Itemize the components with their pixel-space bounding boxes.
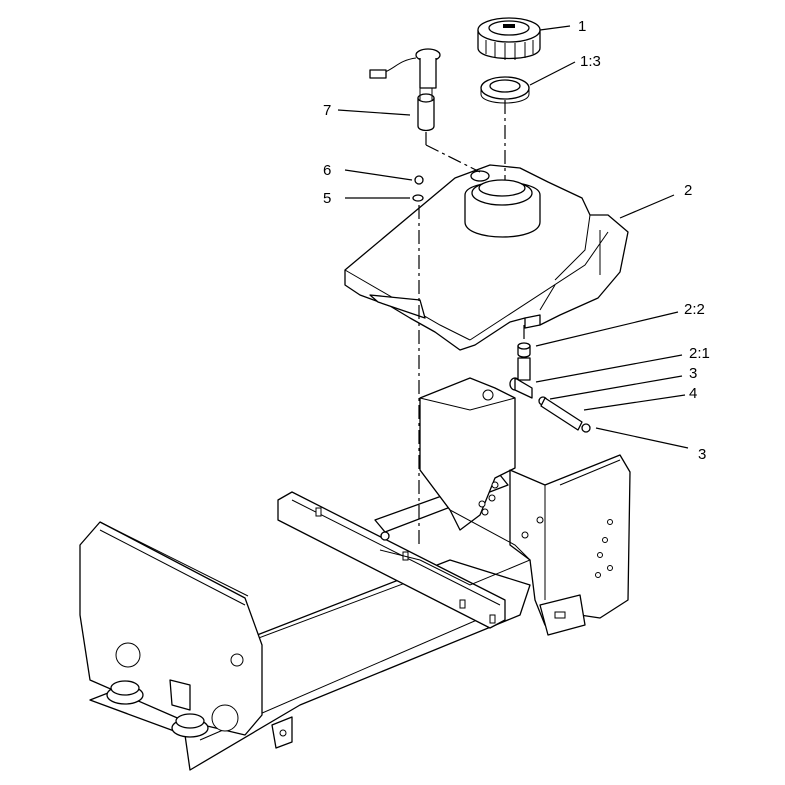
front-foot — [106, 680, 144, 705]
callout-2: 2 — [684, 182, 692, 199]
callout-5: 5 — [323, 190, 331, 207]
shutoff-valve — [509, 357, 533, 399]
fuel-sender — [369, 48, 441, 132]
front-foot — [171, 713, 209, 738]
callout-2-1: 2:1 — [689, 345, 710, 362]
nut — [414, 175, 424, 185]
fuel-tank — [344, 164, 629, 351]
cap-gasket — [480, 76, 530, 104]
mower-frame — [79, 377, 631, 771]
callout-3: 3 — [698, 446, 706, 463]
fuel-hose — [540, 397, 583, 431]
callout-6: 6 — [323, 162, 331, 179]
callout-3: 3 — [689, 365, 697, 382]
callout-7: 7 — [323, 102, 331, 119]
bumper-hole — [211, 704, 239, 732]
outlet-fitting — [517, 342, 531, 358]
cross-member — [277, 491, 506, 629]
callout-1: 1 — [578, 18, 586, 35]
assembly-lines — [418, 100, 525, 545]
callout-1-3: 1:3 — [580, 53, 601, 70]
callout-2-2: 2:2 — [684, 301, 705, 318]
callout-4: 4 — [689, 385, 697, 402]
leader-lines — [337, 25, 689, 449]
washer — [412, 194, 424, 202]
fuel-cap — [477, 17, 541, 60]
right-side-plate — [509, 454, 631, 626]
hose-clamp — [581, 423, 591, 433]
bumper-hole — [115, 642, 141, 668]
